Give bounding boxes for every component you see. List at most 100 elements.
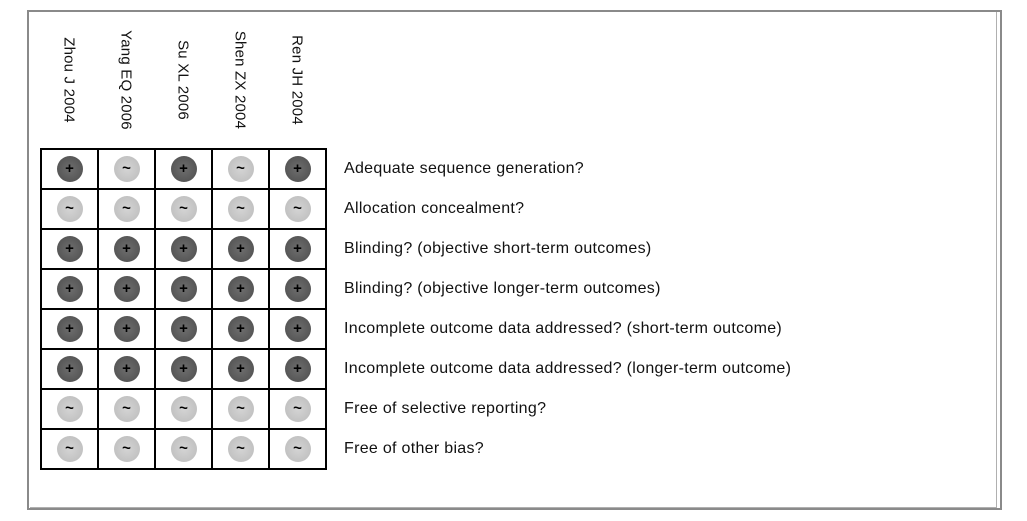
judgement-cell: + bbox=[40, 148, 99, 190]
judgement-cell: + bbox=[40, 348, 99, 390]
unclear-risk-icon: ~ bbox=[56, 436, 83, 462]
judgement-cell: + bbox=[97, 308, 156, 350]
judgement-cell: + bbox=[97, 348, 156, 390]
judgement-cell: ~ bbox=[40, 388, 99, 430]
figure-shadow-edge bbox=[30, 12, 997, 508]
low-risk-icon: + bbox=[113, 356, 140, 382]
unclear-risk-icon: ~ bbox=[56, 196, 83, 222]
judgement-cell: + bbox=[211, 228, 270, 270]
grid-row: + + + + + bbox=[40, 268, 327, 310]
grid-row: ~ ~ ~ ~ ~ bbox=[40, 428, 327, 470]
judgement-cell: + bbox=[154, 348, 213, 390]
unclear-risk-icon: ~ bbox=[113, 196, 140, 222]
study-header-su-xl-2006: Su XL 2006 bbox=[154, 16, 212, 144]
study-header-ren-jh-2004: Ren JH 2004 bbox=[268, 16, 326, 144]
judgement-cell: ~ bbox=[40, 428, 99, 470]
low-risk-icon: + bbox=[113, 316, 140, 342]
study-header-shen-zx-2004: Shen ZX 2004 bbox=[211, 16, 269, 144]
low-risk-icon: + bbox=[113, 276, 140, 302]
unclear-risk-icon: ~ bbox=[227, 196, 254, 222]
grid-row: + + + + + bbox=[40, 308, 327, 350]
judgement-cell: + bbox=[97, 228, 156, 270]
criterion-label: Free of selective reporting? bbox=[344, 400, 547, 417]
grid-row: ~ ~ ~ ~ ~ bbox=[40, 188, 327, 230]
risk-of-bias-grid: +~+~+~~~~~++++++++++++++++++++~~~~~~~~~~ bbox=[40, 148, 327, 470]
low-risk-icon: + bbox=[227, 236, 254, 262]
low-risk-icon: + bbox=[56, 316, 83, 342]
criterion-label: Free of other bias? bbox=[344, 440, 484, 457]
judgement-cell: + bbox=[154, 268, 213, 310]
judgement-cell: ~ bbox=[211, 148, 270, 190]
study-header-yang-eq-2006: Yang EQ 2006 bbox=[97, 16, 155, 144]
unclear-risk-icon: ~ bbox=[284, 196, 311, 222]
unclear-risk-icon: ~ bbox=[170, 436, 197, 462]
criterion-label: Incomplete outcome data addressed? (shor… bbox=[344, 320, 783, 337]
low-risk-icon: + bbox=[170, 316, 197, 342]
judgement-cell: + bbox=[154, 228, 213, 270]
judgement-cell: ~ bbox=[97, 188, 156, 230]
judgement-cell: + bbox=[40, 268, 99, 310]
judgement-cell: ~ bbox=[211, 428, 270, 470]
judgement-cell: + bbox=[40, 228, 99, 270]
unclear-risk-icon: ~ bbox=[170, 396, 197, 422]
criterion-label: Blinding? (objective short-term outcomes… bbox=[344, 240, 652, 257]
grid-row: + + + + + bbox=[40, 348, 327, 390]
unclear-risk-icon: ~ bbox=[113, 156, 140, 182]
judgement-cell: ~ bbox=[154, 188, 213, 230]
grid-row: + ~ + ~ + bbox=[40, 148, 327, 190]
judgement-cell: ~ bbox=[268, 188, 327, 230]
low-risk-icon: + bbox=[170, 356, 197, 382]
judgement-cell: + bbox=[268, 228, 327, 270]
low-risk-icon: + bbox=[227, 356, 254, 382]
study-label: Yang EQ 2006 bbox=[117, 30, 135, 130]
judgement-cell: ~ bbox=[154, 428, 213, 470]
grid-row: ~~~~~ bbox=[40, 388, 327, 430]
study-label: Zhou J 2004 bbox=[60, 37, 78, 123]
low-risk-icon: + bbox=[284, 356, 311, 382]
low-risk-icon: + bbox=[284, 236, 311, 262]
study-label: Ren JH 2004 bbox=[288, 35, 306, 125]
judgement-cell: + bbox=[268, 308, 327, 350]
unclear-risk-icon: ~ bbox=[227, 156, 254, 182]
criterion-label: Blinding? (objective longer-term outcome… bbox=[344, 280, 661, 297]
unclear-risk-icon: ~ bbox=[56, 396, 83, 422]
judgement-cell: ~ bbox=[211, 188, 270, 230]
low-risk-icon: + bbox=[170, 156, 197, 182]
judgement-cell: ~ bbox=[268, 428, 327, 470]
low-risk-icon: + bbox=[170, 276, 197, 302]
judgement-cell: + bbox=[40, 308, 99, 350]
criterion-label: Incomplete outcome data addressed? (long… bbox=[344, 360, 792, 377]
low-risk-icon: + bbox=[227, 276, 254, 302]
low-risk-icon: + bbox=[284, 156, 311, 182]
judgement-cell: + bbox=[268, 268, 327, 310]
judgement-cell: ~ bbox=[97, 428, 156, 470]
low-risk-icon: + bbox=[56, 356, 83, 382]
low-risk-icon: + bbox=[170, 236, 197, 262]
judgement-cell: ~ bbox=[97, 148, 156, 190]
study-label: Shen ZX 2004 bbox=[231, 30, 249, 130]
unclear-risk-icon: ~ bbox=[227, 436, 254, 462]
low-risk-icon: + bbox=[56, 276, 83, 302]
judgement-cell: + bbox=[268, 348, 327, 390]
judgement-cell: ~ bbox=[40, 188, 99, 230]
low-risk-icon: + bbox=[113, 236, 140, 262]
judgement-cell: + bbox=[154, 148, 213, 190]
grid-row: + + + + + bbox=[40, 228, 327, 270]
judgement-cell: + bbox=[211, 348, 270, 390]
judgement-cell: + bbox=[211, 268, 270, 310]
low-risk-icon: + bbox=[56, 236, 83, 262]
judgement-cell: ~ bbox=[211, 388, 270, 430]
unclear-risk-icon: ~ bbox=[170, 196, 197, 222]
judgement-cell: ~ bbox=[154, 388, 213, 430]
low-risk-icon: + bbox=[56, 156, 83, 182]
criterion-label: Adequate sequence generation? bbox=[344, 160, 585, 177]
study-header-zhou-j-2004: Zhou J 2004 bbox=[40, 16, 98, 144]
judgement-cell: + bbox=[97, 268, 156, 310]
judgement-cell: ~ bbox=[268, 388, 327, 430]
low-risk-icon: + bbox=[227, 316, 254, 342]
judgement-cell: + bbox=[154, 308, 213, 350]
unclear-risk-icon: ~ bbox=[113, 436, 140, 462]
judgement-cell: ~ bbox=[97, 388, 156, 430]
judgement-cell: + bbox=[211, 308, 270, 350]
unclear-risk-icon: ~ bbox=[113, 396, 140, 422]
